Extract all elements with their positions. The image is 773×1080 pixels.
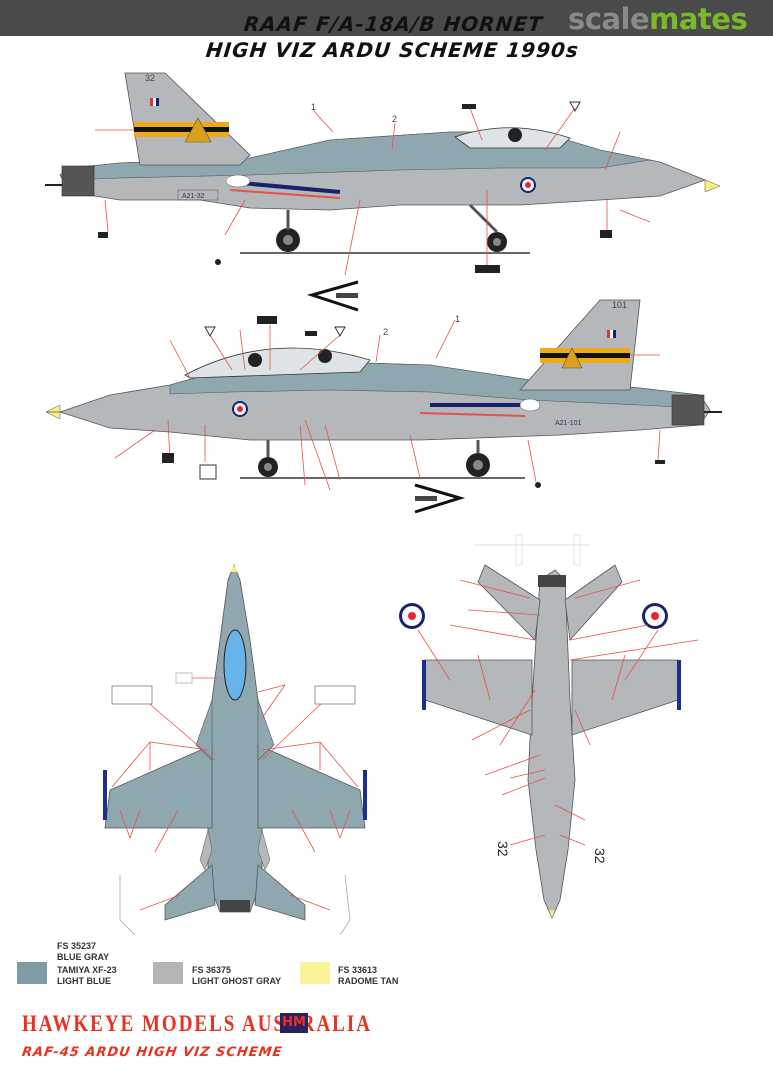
callout-2b: 2 [383, 327, 388, 337]
legend-item-blue-gray-alt: TAMIYA XF-23 LIGHT BLUE [57, 965, 117, 986]
watermark-scale: scale [568, 2, 650, 36]
top-view-aircraft [103, 563, 367, 936]
swatch-light-ghost-gray [153, 962, 183, 984]
sheet-code: RAF-45 ARDU HIGH VIZ SCHEME [20, 1045, 284, 1060]
swatch-radome-tan [300, 962, 330, 984]
legend-item-light-ghost-gray: FS 36375 LIGHT GHOST GRAY [192, 965, 282, 986]
legend-item-radome-tan: FS 33613 RADOME TAN [338, 965, 399, 986]
underside-number-right: 32 [592, 848, 608, 864]
bottom-view-aircraft: 32 32 [399, 534, 699, 919]
serial-label-2: A21-101 [555, 420, 582, 427]
underside-number-left: 32 [495, 841, 511, 857]
side-profile-right-aircraft: 101 A21-101 [45, 299, 722, 491]
tail-number-label: 32 [145, 73, 155, 83]
legend-item-blue-gray-code: FS 35237 BLUE GRAY [57, 941, 110, 962]
callout-1: 1 [311, 102, 316, 112]
tail-number-label-2: 101 [612, 300, 627, 310]
direction-arrow-right [414, 483, 466, 514]
callout-1b: 1 [455, 314, 460, 324]
header-bar [0, 0, 773, 36]
hm-logo: HM [280, 1013, 308, 1033]
swatch-blue-gray [17, 962, 47, 984]
scalemates-watermark[interactable]: scalemates [568, 2, 748, 36]
watermark-mates: mates [649, 2, 748, 36]
manufacturer-name: HAWKEYE MODELS AUSTRALIA [22, 1011, 372, 1037]
direction-arrow-left [306, 280, 359, 312]
serial-label: A21-32 [182, 193, 205, 200]
side-profile-left-aircraft: 32 A21-32 [45, 72, 721, 276]
callout-2: 2 [392, 114, 397, 124]
